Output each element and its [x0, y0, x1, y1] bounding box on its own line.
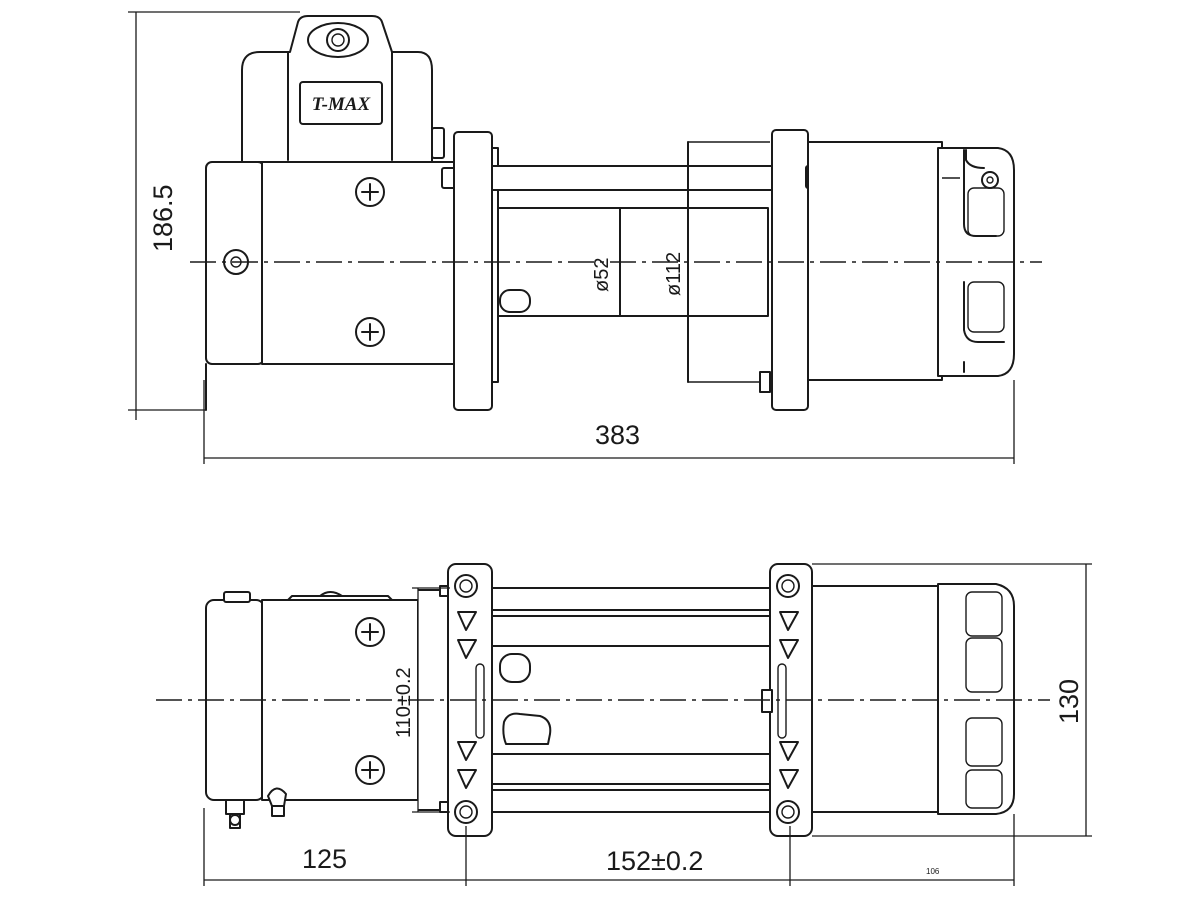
logo-plate [299, 81, 383, 125]
dimension-length-label: 383 [595, 420, 640, 450]
flange-diameter-label: ø112 [663, 252, 685, 296]
cable-anchor [499, 653, 531, 683]
tie-rods-plan [491, 587, 775, 813]
motor [205, 161, 457, 411]
motor-plan [205, 591, 419, 829]
dimension-mount-width-label: 110±0.2 [393, 667, 415, 738]
dimension-mount-width: 110±0.2 [393, 587, 450, 813]
mount-bolt-icon [776, 574, 800, 598]
bolt-icon [981, 171, 999, 189]
gearbox-plan [811, 583, 1015, 815]
dimension-mount-spacing-label: 152±0.2 [606, 846, 703, 876]
control-box: T-MAX [241, 15, 445, 163]
dimension-overall-width: 130 [812, 563, 1092, 837]
mount-bolt-icon [454, 800, 478, 824]
dimension-height: 186.5 [128, 11, 300, 420]
mount-bolt-icon [776, 800, 800, 824]
plan-view: 110±0.2 130 125 152±0.2 106 [156, 563, 1092, 886]
side-elevation-view: T-MAX [128, 11, 1042, 464]
dimension-length: 383 [203, 380, 1015, 464]
cable-anchor [499, 289, 531, 313]
mount-bolt-icon [454, 574, 478, 598]
bolt-icon [326, 28, 350, 52]
drum-assembly [491, 141, 779, 393]
dimension-overall-width-label: 130 [1054, 679, 1084, 724]
drum-diameter-label: ø52 [591, 258, 613, 292]
gearbox [807, 141, 1015, 381]
terminal-posts [225, 787, 287, 829]
dimension-motor-length-label: 125 [302, 844, 347, 874]
logo-text: T-MAX [312, 94, 372, 115]
dimension-height-label: 186.5 [148, 184, 178, 252]
dimension-chain-bottom: 125 152±0.2 106 [203, 808, 1015, 886]
dimension-small-note-label: 106 [926, 867, 940, 876]
